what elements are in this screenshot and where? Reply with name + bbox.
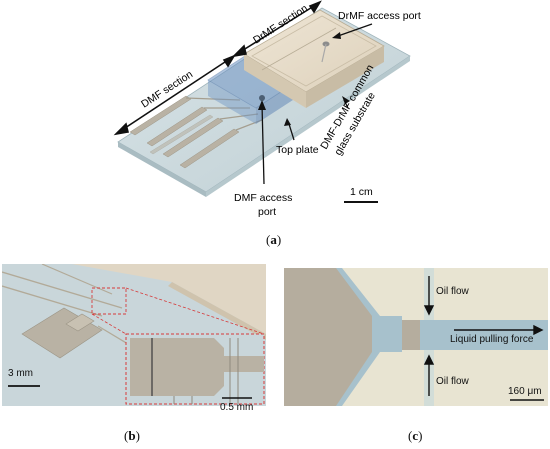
caption-c: (c): [408, 428, 423, 443]
oil-flow-arrow-top: [423, 276, 435, 316]
dmf-access-port-hole: [259, 95, 265, 101]
drmf-access-port-arrowhead: [332, 32, 341, 39]
inset-view: [125, 333, 265, 405]
scale-label-a: 1 cm: [350, 186, 373, 198]
oil-flow-arrow-bottom: [423, 354, 435, 396]
dmf-access-port-arrowhead: [258, 100, 266, 110]
pulling-force-arrow: [454, 324, 544, 336]
dmf-section-arrow: [113, 54, 236, 136]
dmf-electrodes: [129, 95, 263, 169]
drmf-block: [243, 9, 385, 108]
drmf-section-arrow: [231, 0, 322, 58]
drmf-access-port-arrow: [337, 23, 373, 37]
dmf-access-port-label-line2: port: [258, 206, 276, 218]
panel-a: DMF section DrMF section DrMF access por…: [113, 0, 421, 247]
top-plate-label: Top plate: [276, 144, 319, 156]
caption-b: (b): [124, 428, 140, 443]
scale-label-inset: 0.5 mm: [220, 402, 254, 413]
panel-b: 3 mm 0.5 mm: [1, 263, 266, 413]
drmf-access-port-label: DrMF access port: [338, 10, 421, 22]
panel-c: Oil flow Liquid pulling force Oil flow 1…: [284, 268, 548, 406]
dmf-access-port-label-line1: DMF access: [234, 192, 292, 204]
pulling-force-label: Liquid pulling force: [450, 334, 534, 345]
panel-b-drawing: [1, 263, 266, 406]
oil-flow-label-top: Oil flow: [436, 286, 469, 297]
panel-a-drawing: DMF section DrMF section DrMF access por…: [113, 0, 421, 218]
top-plate-arrow: [288, 123, 295, 141]
substrate-arrowhead: [342, 96, 350, 104]
caption-a: (a): [266, 232, 282, 247]
scale-label-c: 160 μm: [508, 386, 542, 397]
scale-label-b: 3 mm: [8, 368, 33, 379]
zoom-region: [91, 287, 127, 315]
liquid-channel: [402, 320, 548, 350]
top-plate-arrowhead: [284, 118, 291, 126]
dmf-access-port-arrow: [261, 103, 265, 185]
panel-c-drawing: [284, 268, 548, 406]
oil-flow-label-bottom: Oil flow: [436, 376, 469, 387]
